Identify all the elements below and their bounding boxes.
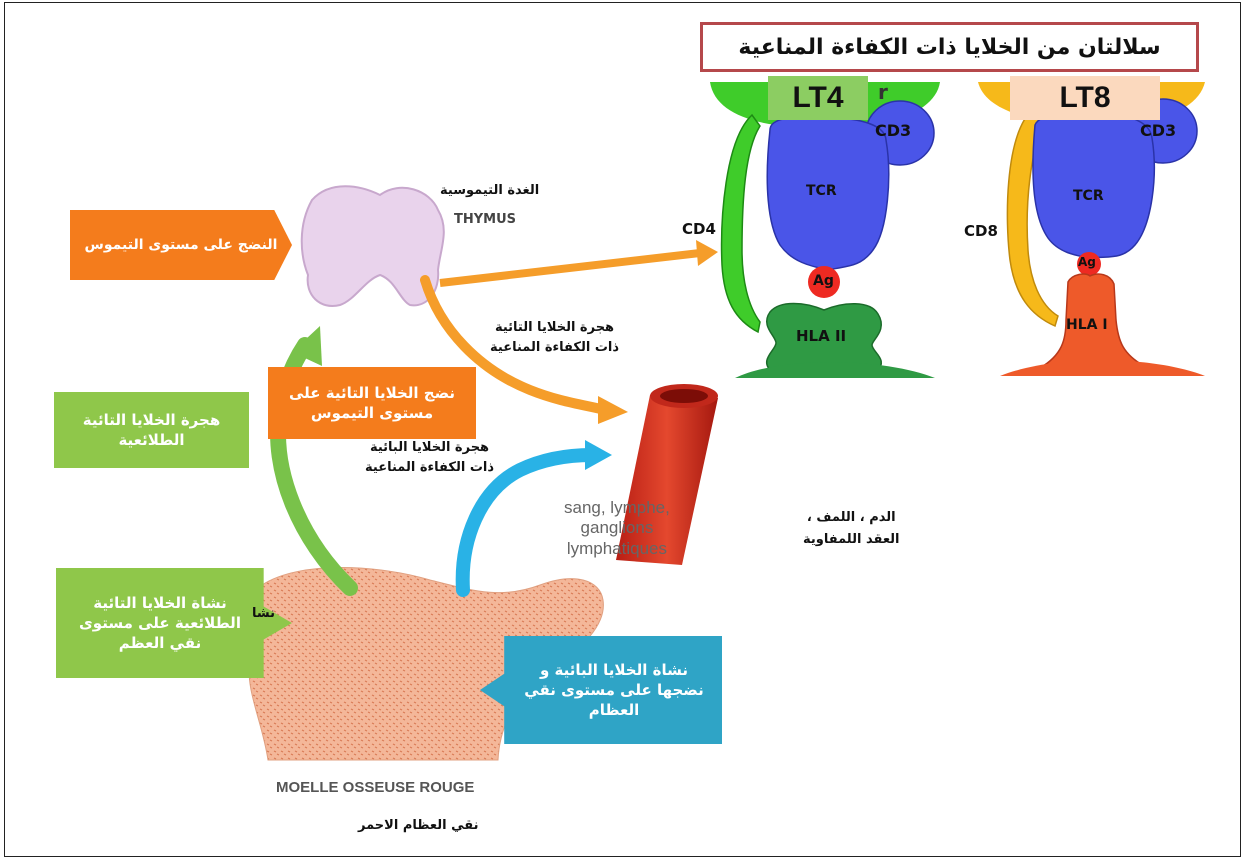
orange-arrowhead-vessel — [598, 396, 628, 424]
vessel-fr-line-3: lymphatiques — [564, 539, 670, 559]
figure-title: سلالتان من الخلايا ذات الكفاءة المناعية — [700, 22, 1199, 72]
lt4-apc-band — [735, 362, 935, 378]
thymus-label-ar: الغدة التيموسية — [440, 183, 539, 198]
pre-t-origin-line-3: نقي العظم — [119, 633, 201, 653]
pre-t-migration-box: هجرة الخلايا التائية الطلائعية — [54, 392, 249, 468]
marrow-label-ar: نقي العظام الاحمر — [358, 818, 479, 833]
thymus-maturation-text: النضج على مستوى التيموس — [85, 236, 278, 255]
vessel-fr-line-1: sang, lymphe, — [564, 498, 670, 518]
lt8-tag: LT8 — [1010, 76, 1160, 120]
pre-t-origin-box: نشاة الخلايا التائية الطلائعية على مستوى… — [56, 568, 292, 678]
b-origin-line-3: العظام — [589, 700, 639, 720]
vessel-label-fr: sang, lymphe, ganglions lymphatiques — [564, 498, 670, 559]
t-maturation-box: نضج الخلايا التائية على مستوى التيموس — [268, 367, 476, 439]
lt8-hla-label: HLA I — [1066, 317, 1108, 333]
vessel-label-ar: الدم ، اللمف ، العقد اللمفاوية — [803, 507, 900, 551]
cd4-band — [722, 115, 760, 332]
t-migration-label: هجرة الخلايا التائية ذات الكفاءة المناعي… — [490, 318, 619, 358]
lt4-tag-text: LT4 — [792, 81, 843, 115]
blue-arrowhead — [585, 440, 612, 470]
lt8-ag-label: Ag — [1078, 255, 1096, 269]
pre-t-origin-line-1: نشاة الخلايا التائية — [93, 593, 226, 613]
lt8-cd3-label: CD3 — [1140, 121, 1176, 140]
vessel-fr-line-2: ganglions — [564, 518, 670, 538]
thymus-maturation-box: النضج على مستوى التيموس — [70, 210, 292, 280]
b-migration-line-2: ذات الكفاءة المناعية — [365, 458, 494, 478]
t-maturation-line-2: مستوى التيموس — [311, 403, 433, 423]
vessel-ar-line-2: العقد اللمفاوية — [803, 529, 900, 551]
thymus-label-fr: THYMUS — [454, 212, 516, 227]
b-migration-line-1: هجرة الخلايا البائية — [365, 438, 494, 458]
pre-t-migration-line-1: هجرة الخلايا التائية — [83, 410, 220, 430]
lt4-partial-letter: r — [878, 80, 888, 104]
lt8-tag-text: LT8 — [1059, 81, 1110, 115]
orange-arrowhead-lt4 — [696, 240, 718, 266]
b-origin-box: نشاة الخلايا البائية و نضجها على مستوى ن… — [480, 636, 722, 744]
cd8-label: CD8 — [964, 222, 998, 240]
lt4-hla-label: HLA II — [796, 327, 846, 345]
lt8-apc-band — [1000, 360, 1205, 376]
lt4-ag-label: Ag — [813, 273, 834, 289]
lt4-tcr-label: TCR — [806, 183, 837, 199]
lt4-cd3-label: CD3 — [875, 121, 911, 140]
marrow-label-fr: MOELLE OSSEUSE ROUGE — [276, 779, 474, 796]
lt8-tcr-shape — [1033, 113, 1154, 258]
cd4-label: CD4 — [682, 220, 716, 238]
t-migration-line-2: ذات الكفاءة المناعية — [490, 338, 619, 358]
lt4-tag: LT4 — [768, 76, 868, 120]
lt8-tcr-label: TCR — [1073, 188, 1104, 204]
b-origin-line-2: نضجها على مستوى نقي — [524, 680, 703, 700]
vessel-ar-line-1: الدم ، اللمف ، — [803, 507, 900, 529]
t-migration-line-1: هجرة الخلايا التائية — [490, 318, 619, 338]
b-origin-line-1: نشاة الخلايا البائية و — [540, 660, 688, 680]
pre-t-origin-line-2: الطلائعية على مستوى — [79, 613, 241, 633]
b-migration-label: هجرة الخلايا البائية ذات الكفاءة المناعي… — [365, 438, 494, 478]
orange-arrow-lt4 — [440, 253, 700, 283]
t-maturation-line-1: نضج الخلايا التائية على — [289, 383, 455, 403]
pre-t-migration-line-2: الطلائعية — [118, 430, 184, 450]
marrow-edge-text: نشا — [252, 606, 275, 621]
